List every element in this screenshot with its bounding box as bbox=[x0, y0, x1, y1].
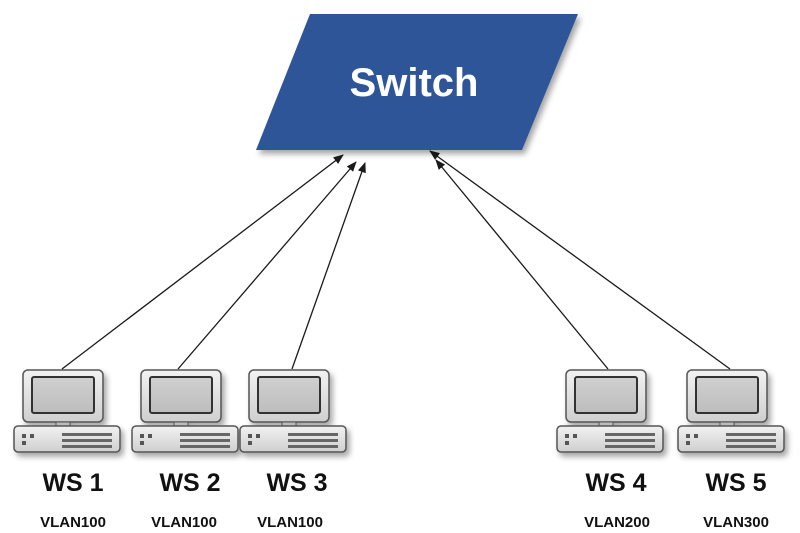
workstation-name: WS 2 bbox=[159, 469, 220, 497]
link-line bbox=[429, 150, 731, 370]
workstations-group: WS 1 VLAN100 WS 2 VLAN100 WS 3 VLAN100 WS 4 VLA… bbox=[13, 369, 785, 531]
workstation-name: WS 5 bbox=[705, 469, 766, 497]
workstation-node[interactable]: WS 3 VLAN100 bbox=[239, 369, 347, 531]
switch-node[interactable]: Switch bbox=[256, 14, 578, 150]
workstation-node[interactable]: WS 5 VLAN300 bbox=[677, 369, 785, 531]
workstation-vlan: VLAN100 bbox=[40, 514, 106, 531]
workstation-node[interactable]: WS 4 VLAN200 bbox=[556, 369, 664, 531]
desktop-computer-icon bbox=[677, 369, 785, 453]
desktop-computer-icon bbox=[13, 369, 121, 453]
desktop-computer-icon bbox=[239, 369, 347, 453]
desktop-computer-icon bbox=[131, 369, 239, 453]
link-line bbox=[291, 162, 366, 370]
workstation-vlan: VLAN300 bbox=[703, 514, 769, 531]
link-line bbox=[435, 159, 609, 370]
workstation-node[interactable]: WS 1 VLAN100 bbox=[13, 369, 121, 531]
links-group bbox=[61, 150, 731, 370]
switch-label: Switch bbox=[350, 61, 479, 105]
workstation-name: WS 4 bbox=[585, 469, 646, 497]
switch-icon bbox=[256, 14, 578, 150]
workstation-vlan: VLAN100 bbox=[257, 514, 323, 531]
desktop-computer-icon bbox=[556, 369, 664, 453]
link-line bbox=[177, 161, 357, 370]
workstation-name: WS 3 bbox=[266, 469, 327, 497]
workstation-vlan: VLAN200 bbox=[584, 514, 650, 531]
workstation-vlan: VLAN100 bbox=[151, 514, 217, 531]
workstation-name: WS 1 bbox=[42, 469, 103, 497]
link-line bbox=[61, 154, 344, 370]
workstation-node[interactable]: WS 2 VLAN100 bbox=[131, 369, 239, 531]
